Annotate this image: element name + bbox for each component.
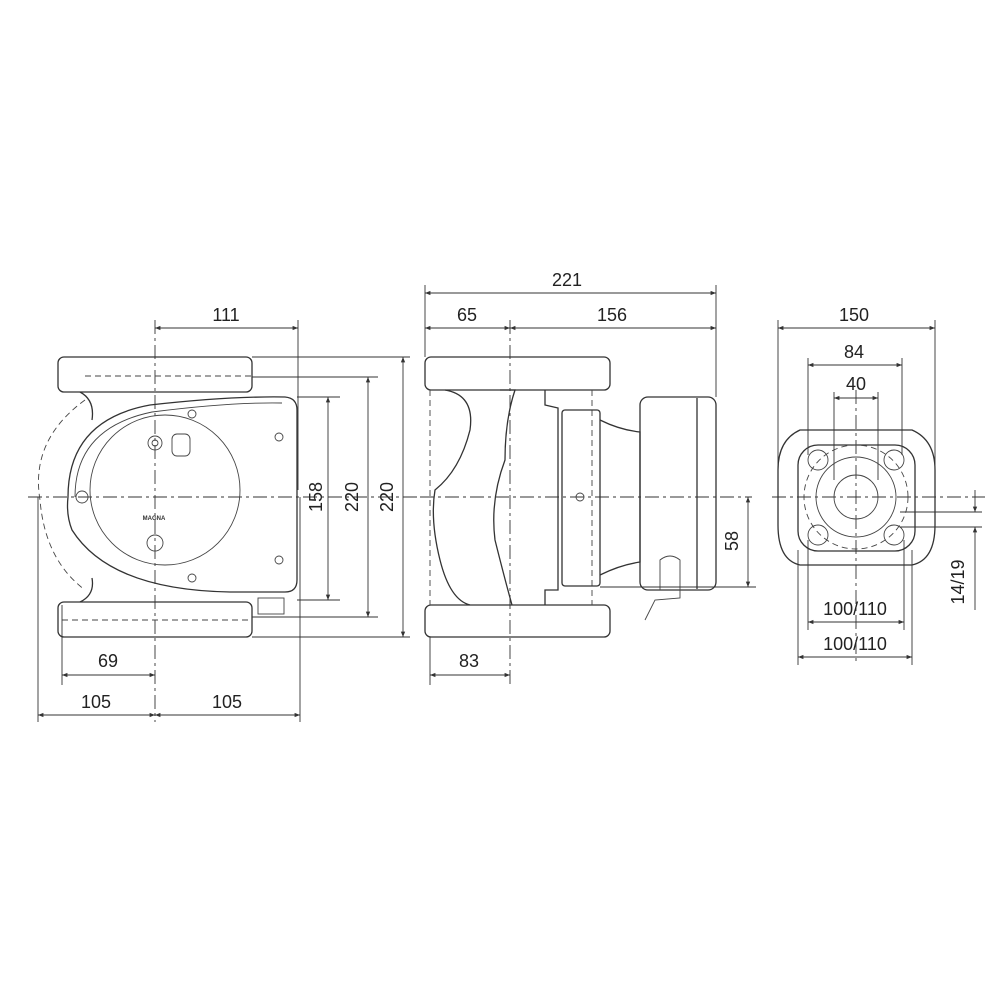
bolt-hole [807, 449, 829, 471]
bolt-hole [883, 524, 905, 546]
dim-58-label: 58 [722, 531, 742, 551]
dim-100-110-upper-label: 100/110 [823, 599, 887, 619]
vent-screw-icon [575, 492, 585, 502]
connector [644, 555, 681, 621]
housing-edge [74, 402, 283, 498]
brand-logo-text: MAGNA [143, 516, 166, 522]
dim-84-label: 84 [844, 342, 864, 362]
motor-head [639, 396, 717, 591]
dim-83-label: 83 [459, 651, 479, 671]
motor-housing [66, 396, 298, 593]
dim-150-label: 150 [839, 305, 869, 325]
dim-14-19-label: 14/19 [948, 559, 968, 604]
motor-ring [561, 409, 601, 587]
screw-icon [187, 573, 197, 583]
dim-105-left-label: 105 [81, 692, 111, 712]
front-view: MAGNA 111 158 220 220 69 105 105 [28, 305, 420, 722]
dim-65-label: 65 [457, 305, 477, 325]
flange-bore [833, 474, 879, 520]
connector [257, 597, 285, 615]
side-view: 221 65 156 58 83 [420, 270, 756, 685]
screw-icon [187, 409, 197, 419]
knob-icon [146, 534, 164, 552]
dim-100-110-lower-label: 100/110 [823, 634, 887, 654]
top-flange [57, 356, 253, 393]
control-panel-circle [89, 414, 241, 566]
screw-icon [75, 490, 89, 504]
motor-neck [599, 419, 641, 576]
bolt-hole [883, 449, 905, 471]
flange-face [797, 444, 916, 552]
bolt-hole [807, 524, 829, 546]
pump-volute-hidden [38, 399, 86, 591]
dim-156-label: 156 [597, 305, 627, 325]
bottom-flange [57, 601, 253, 638]
top-flange [424, 356, 611, 391]
dim-221-label: 221 [552, 270, 582, 290]
dim-105-right-label: 105 [212, 692, 242, 712]
pump-volute [432, 389, 516, 606]
bottom-flange [424, 604, 611, 638]
flange-outline [777, 429, 936, 566]
screw-icon [274, 432, 284, 442]
display-window [171, 433, 191, 457]
bolt-circle [803, 444, 909, 550]
screw-icon [274, 555, 284, 565]
dim-220-inner-label: 220 [342, 482, 362, 512]
dim-158-label: 158 [306, 482, 326, 512]
dim-220-outer-label: 220 [377, 482, 397, 512]
flange-bore-outer [815, 456, 897, 538]
dim-40-label: 40 [846, 374, 866, 394]
flange-view: 150 84 40 100/110 100/110 14/19 [772, 305, 985, 665]
pump-body-edge [544, 390, 559, 605]
dim-111-label: 111 [212, 305, 239, 325]
button-icon [147, 435, 163, 451]
dim-69-label: 69 [98, 651, 118, 671]
button-inner [151, 439, 159, 447]
pump-neck [79, 391, 94, 603]
